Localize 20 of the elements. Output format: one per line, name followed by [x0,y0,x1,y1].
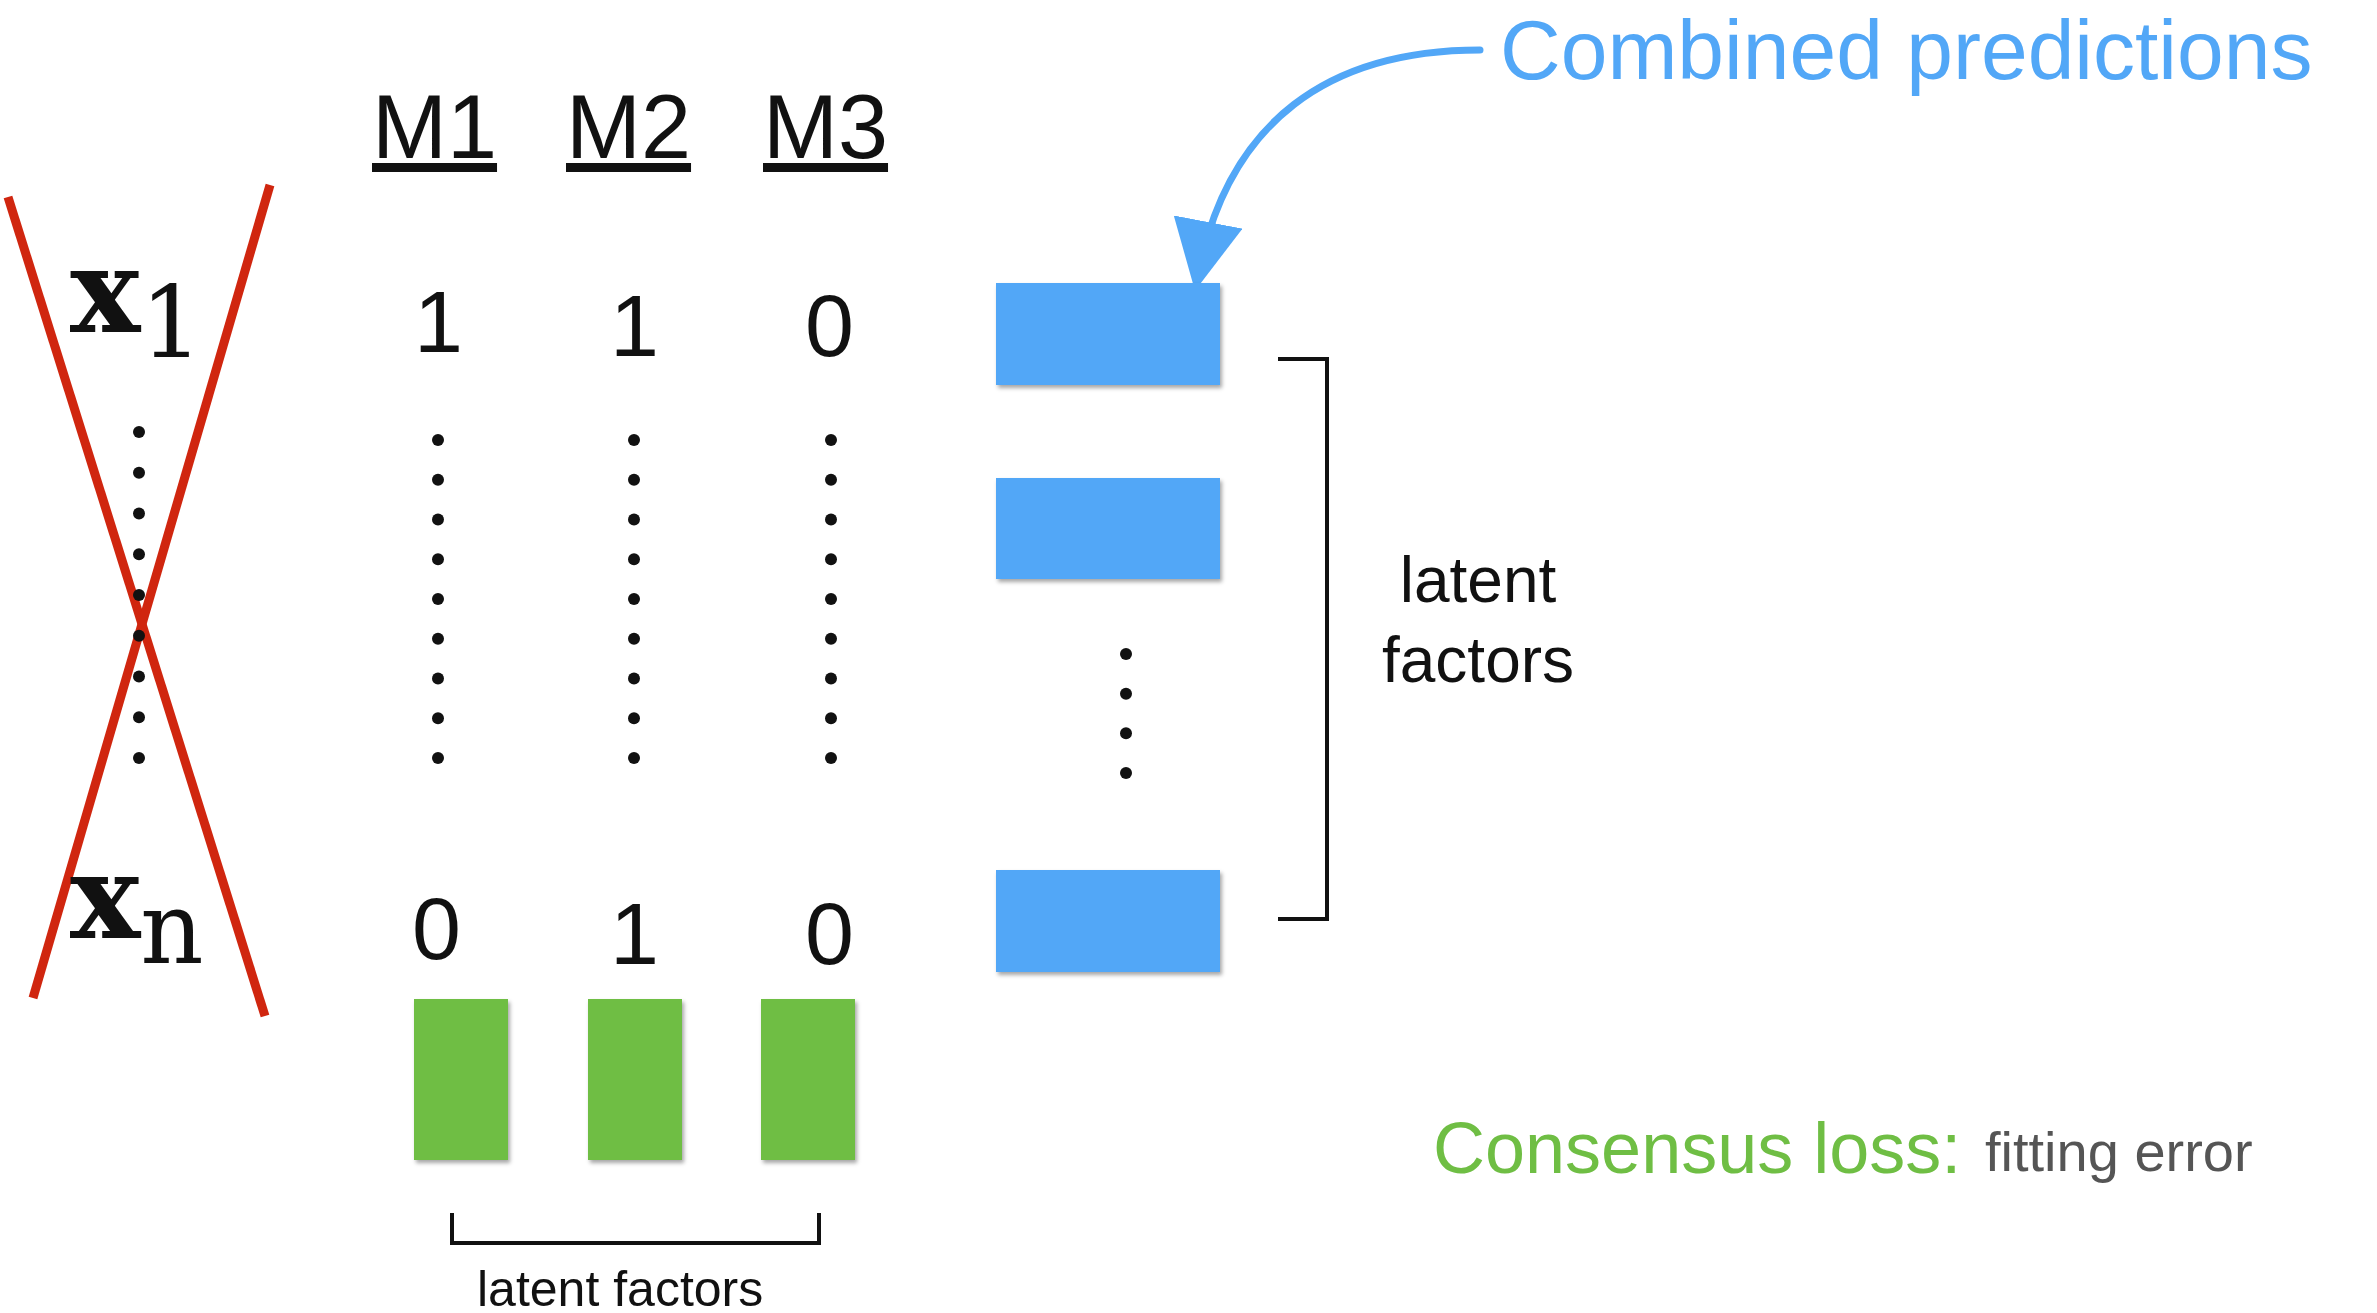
value-text: 0 [805,282,854,370]
bracket-label: latent factors [1380,543,1576,698]
prediction-bar [996,283,1220,385]
math-symbol: x$_{1}$ [70,232,203,372]
math-symbol: x$_{n}$ [70,838,204,978]
factor-bar [414,999,508,1160]
value-text: 1 [610,890,659,978]
prediction-bar [996,870,1220,972]
column-heading: M1 [372,82,498,172]
bracket-label: latent factors [477,1264,764,1313]
value-text: 0 [412,885,461,973]
value-text: 1 [414,278,463,366]
factor-bar [588,999,682,1160]
factor-bar [761,999,855,1160]
prediction-bar [996,478,1220,579]
heading-text: Consensus loss: [1433,1112,1962,1184]
column-heading: M3 [763,82,889,172]
column-heading: M2 [566,82,692,172]
value-text: 1 [610,282,659,370]
value-text: 0 [805,890,854,978]
